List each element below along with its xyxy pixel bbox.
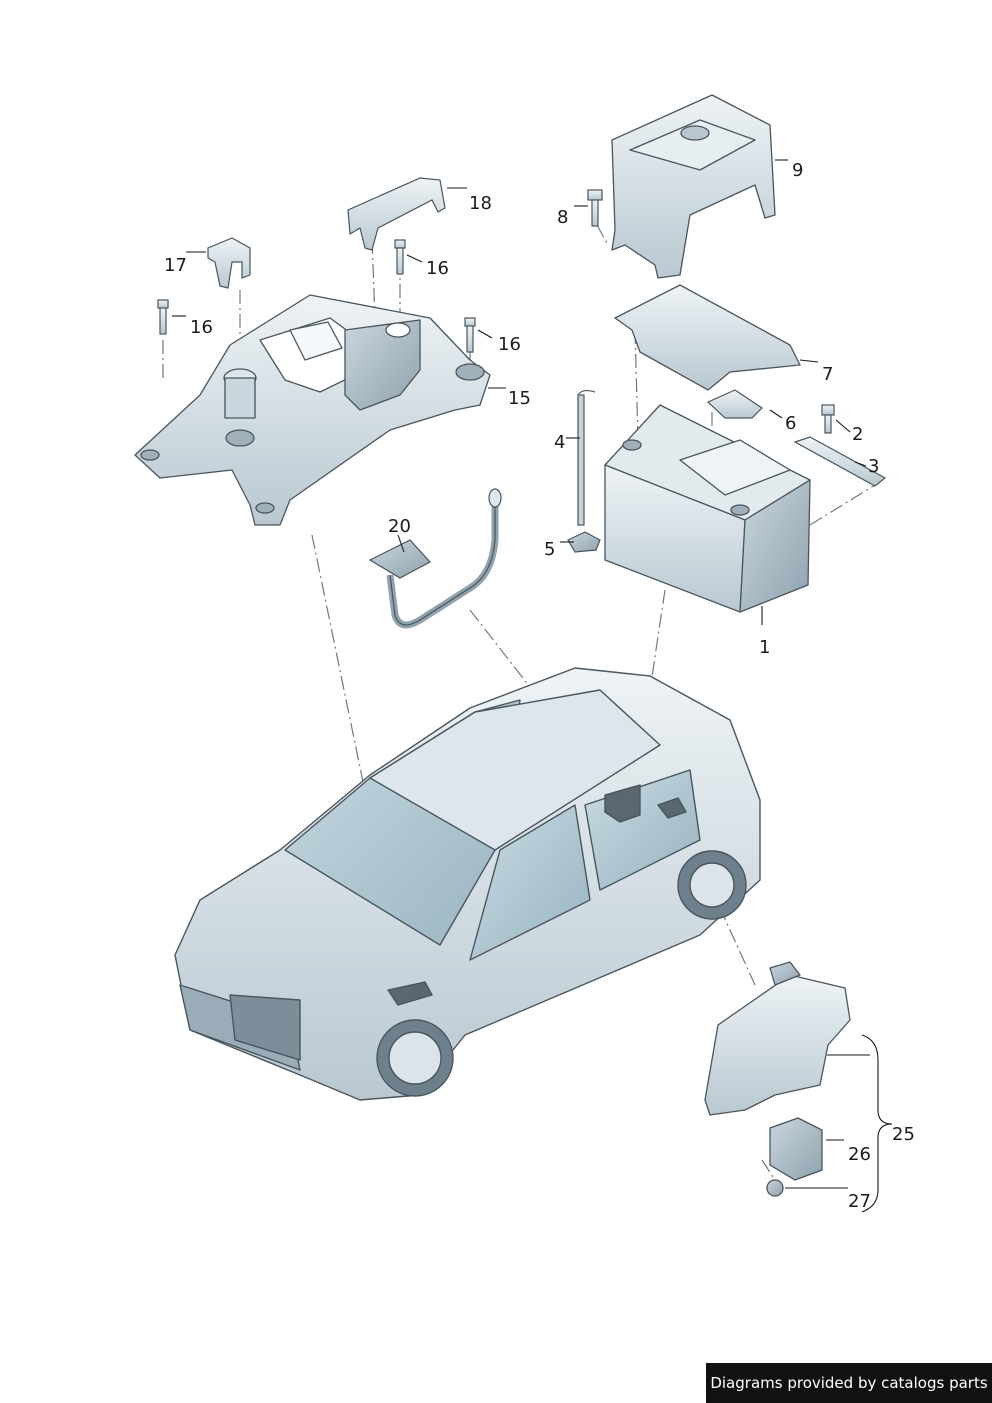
clamp-6-icon <box>706 389 763 419</box>
battery-1-icon <box>604 404 811 613</box>
callout-20: 20 <box>388 516 411 537</box>
callout-leaders <box>172 159 893 1213</box>
callout-2: 2 <box>852 424 864 445</box>
credit-banner: Diagrams provided by catalogs parts <box>706 1363 992 1403</box>
callout-3: 3 <box>868 456 880 477</box>
callout-18: 18 <box>469 193 492 214</box>
callout-26: 26 <box>848 1144 871 1165</box>
cable-20-icon <box>368 488 502 629</box>
car-illustration <box>174 667 761 1101</box>
callout-16-top: 16 <box>426 258 449 279</box>
callout-6: 6 <box>785 413 797 434</box>
callout-4: 4 <box>554 432 566 453</box>
connector-26-icon <box>769 1117 823 1181</box>
callout-16-left: 16 <box>190 317 213 338</box>
battery-tray <box>134 294 491 526</box>
callout-5: 5 <box>544 539 556 560</box>
callout-17: 17 <box>164 255 187 276</box>
bracket-18-icon <box>347 177 446 251</box>
nut-27-icon <box>766 1179 784 1197</box>
bracket-17-icon <box>207 237 251 289</box>
callout-1: 1 <box>759 637 771 658</box>
cover-7-icon <box>613 284 802 391</box>
credit-text: Diagrams provided by catalogs parts <box>710 1374 988 1392</box>
plate-3-icon <box>793 436 887 487</box>
callout-16-right: 16 <box>498 334 521 355</box>
rod-4-icon <box>577 389 596 526</box>
callout-7: 7 <box>822 364 834 385</box>
callout-15: 15 <box>508 388 531 409</box>
bolt-2-icon <box>821 404 835 434</box>
callout-27: 27 <box>848 1191 871 1212</box>
callout-8: 8 <box>557 207 569 228</box>
battery-cover-9-icon <box>611 94 776 279</box>
callout-9: 9 <box>792 160 804 181</box>
nut-5-icon <box>567 531 601 553</box>
callout-25: 25 <box>892 1124 915 1145</box>
bolt-8-icon <box>587 189 603 227</box>
relay-box-25-icon <box>704 961 851 1116</box>
bolt-16-icons <box>157 239 476 353</box>
